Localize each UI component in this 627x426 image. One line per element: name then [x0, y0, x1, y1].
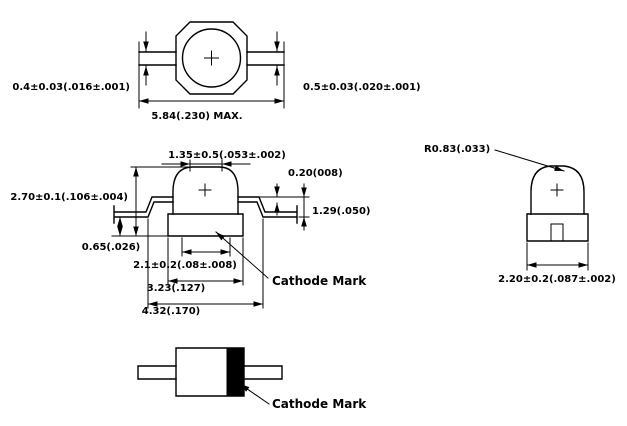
- extension-line: [167, 237, 244, 286]
- top-view-lens-circle: [181, 28, 242, 88]
- top-view-left-lead: [138, 51, 177, 66]
- dim-lead-width-left: 0.4±0.03(.016±.001): [12, 82, 130, 93]
- front-view: 1.35±0.5(.053±.002) 0.20(008) 2.70±0.1(.…: [10, 150, 370, 317]
- front-view-right-lead: [237, 196, 298, 224]
- bottom-view-left-lead: [137, 365, 177, 380]
- extension-line: [147, 218, 264, 309]
- cathode-mark-label: Cathode Mark: [272, 274, 367, 288]
- extension-line: [111, 166, 189, 237]
- dim-lead-thickness: 0.20(008): [288, 168, 343, 179]
- extension-line: [181, 237, 231, 257]
- front-view-base-outline: [167, 213, 244, 237]
- dim-dome-radius: R0.83(.033): [424, 144, 490, 155]
- cathode-mark-leader-line: [239, 383, 270, 405]
- dim-inner-width: 2.1±0.2(.08±.008): [133, 260, 237, 271]
- side-view-lead-tab: [550, 223, 564, 242]
- dim-overall-length: 5.84(.230) MAX.: [151, 111, 242, 122]
- top-view-body-outline: [175, 21, 248, 95]
- polarity-cross-icon: [198, 183, 212, 197]
- side-view-base-outline: [526, 213, 589, 242]
- dim-body-height: 2.70±0.1(.106±.004): [10, 192, 128, 203]
- top-view: 0.4±0.03(.016±.001) 0.5±0.03(.020±.001) …: [12, 21, 421, 122]
- cathode-mark-label: Cathode Mark: [272, 397, 367, 411]
- dim-top-width: 1.35±0.5(.053±.002): [168, 150, 286, 161]
- extension-line: [189, 159, 223, 172]
- cathode-mark-leader-line: [215, 231, 269, 279]
- bottom-view-right-lead: [243, 365, 283, 380]
- front-view-left-lead: [113, 196, 174, 224]
- extension-line: [526, 242, 589, 271]
- dim-side-width: 2.20±0.2(.087±.002): [498, 274, 616, 285]
- side-view: R0.83(.033) 2.20±0.2(.087±.002): [424, 144, 616, 285]
- dim-lead-width-right: 0.5±0.03(.020±.001): [303, 82, 421, 93]
- polarity-cross-icon: [204, 50, 219, 66]
- radius-leader-line: [494, 149, 565, 172]
- extension-line: [258, 196, 310, 218]
- polarity-cross-icon: [550, 183, 564, 197]
- top-view-right-lead: [246, 51, 285, 66]
- dim-lead-height: 1.29(.050): [312, 206, 371, 217]
- front-view-dome-outline: [172, 166, 239, 215]
- bottom-view: Cathode Mark: [137, 347, 367, 411]
- extension-line: [138, 41, 285, 109]
- dim-lead-span: 4.32(.170): [142, 306, 201, 317]
- dim-standoff: 0.65(.026): [82, 242, 141, 253]
- dim-base-width: 3.23(.127): [147, 283, 206, 294]
- cathode-band: [226, 347, 245, 397]
